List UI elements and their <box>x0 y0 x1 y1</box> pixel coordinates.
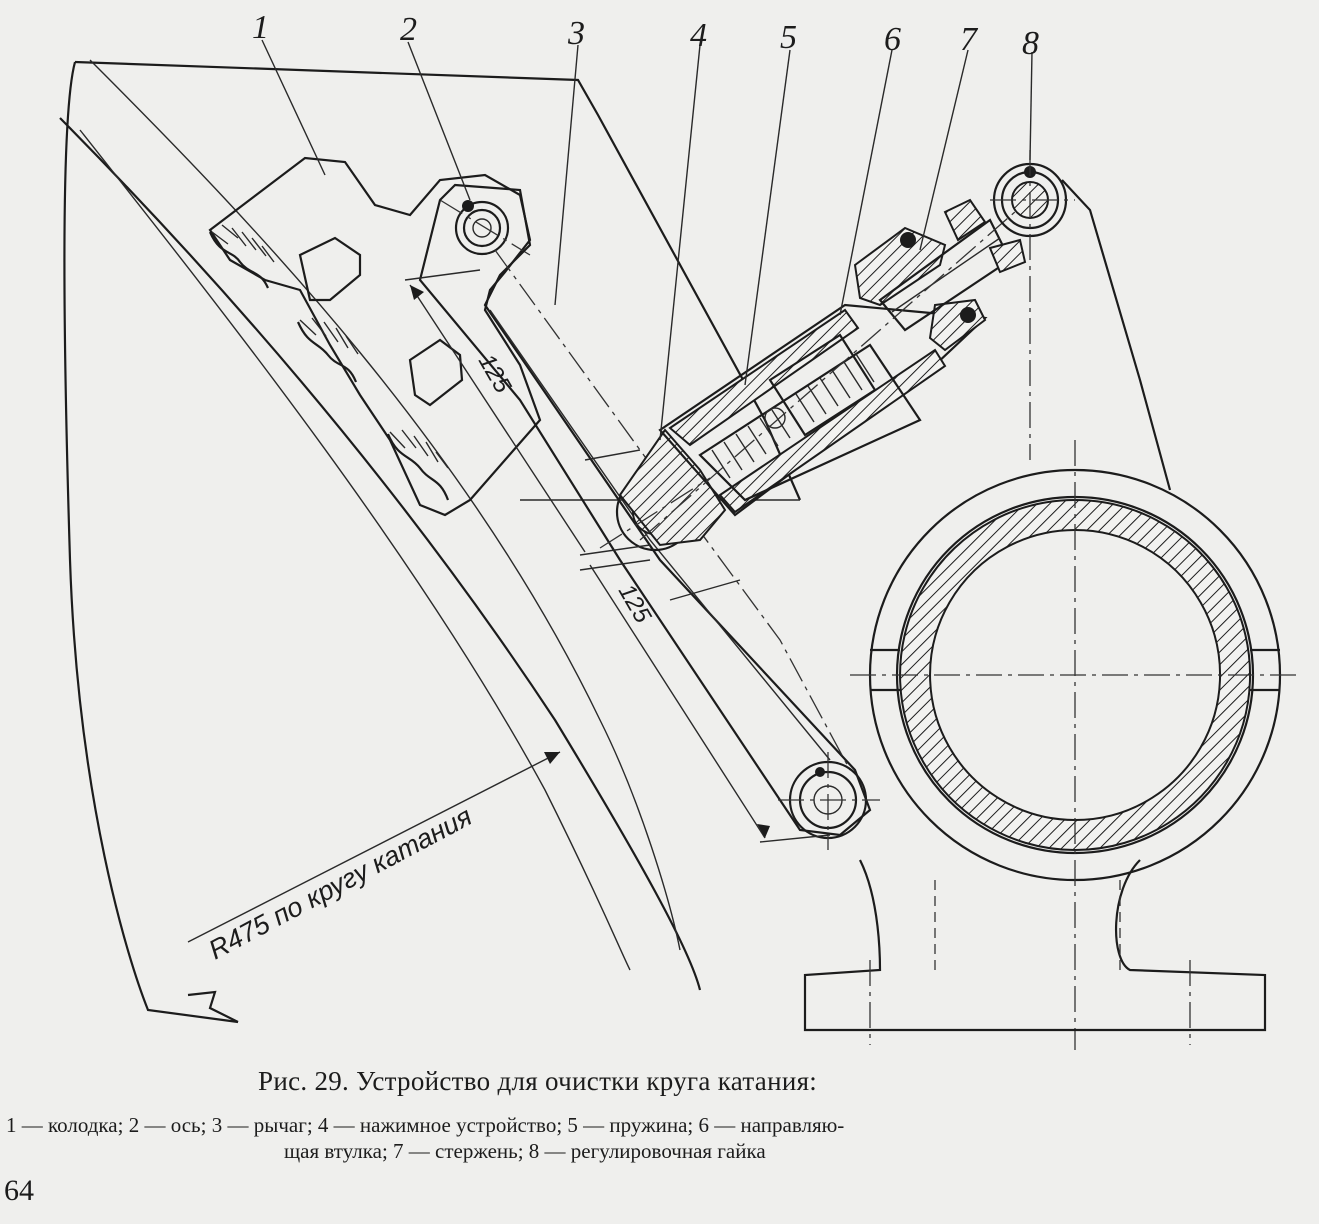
dimension-lines <box>187 269 831 943</box>
callout-4: 4 <box>690 17 707 54</box>
adjusting-nut <box>990 150 1075 460</box>
brake-shoe <box>208 156 542 517</box>
callout-7: 7 <box>960 21 979 58</box>
wheel-body <box>59 59 802 1024</box>
lower-pivot <box>778 752 880 850</box>
legend-line-1: 1 — колодка; 2 — ось; 3 — рычаг; 4 — наж… <box>6 1113 845 1137</box>
callout-3: 3 <box>567 15 585 52</box>
spring-assembly <box>658 226 988 517</box>
legend-line-2: щая втулка; 7 — стержень; 8 — регулирово… <box>284 1139 766 1163</box>
pivot-axle <box>439 199 531 256</box>
shoe-teeth <box>208 224 450 501</box>
page-number: 64 <box>4 1174 34 1207</box>
axle-box <box>803 440 1300 1050</box>
rod <box>639 189 1041 541</box>
callout-5: 5 <box>780 19 797 56</box>
callout-1: 1 <box>252 9 269 46</box>
leader-lines <box>261 39 1033 441</box>
lever <box>418 183 872 837</box>
pressing-device <box>599 428 727 552</box>
dimension-125-lower: 125 <box>613 580 657 629</box>
bracket <box>1061 179 1172 491</box>
callout-8: 8 <box>1022 25 1039 62</box>
figure-legend: 1 — колодка; 2 — ось; 3 — рычаг; 4 — наж… <box>6 1112 1306 1164</box>
figure-caption-title: Рис. 29. Устройство для очистки круга ка… <box>258 1066 818 1096</box>
callout-6: 6 <box>884 21 901 58</box>
radius-label: R475 по кругу катания <box>204 801 477 965</box>
callout-2: 2 <box>400 11 417 48</box>
